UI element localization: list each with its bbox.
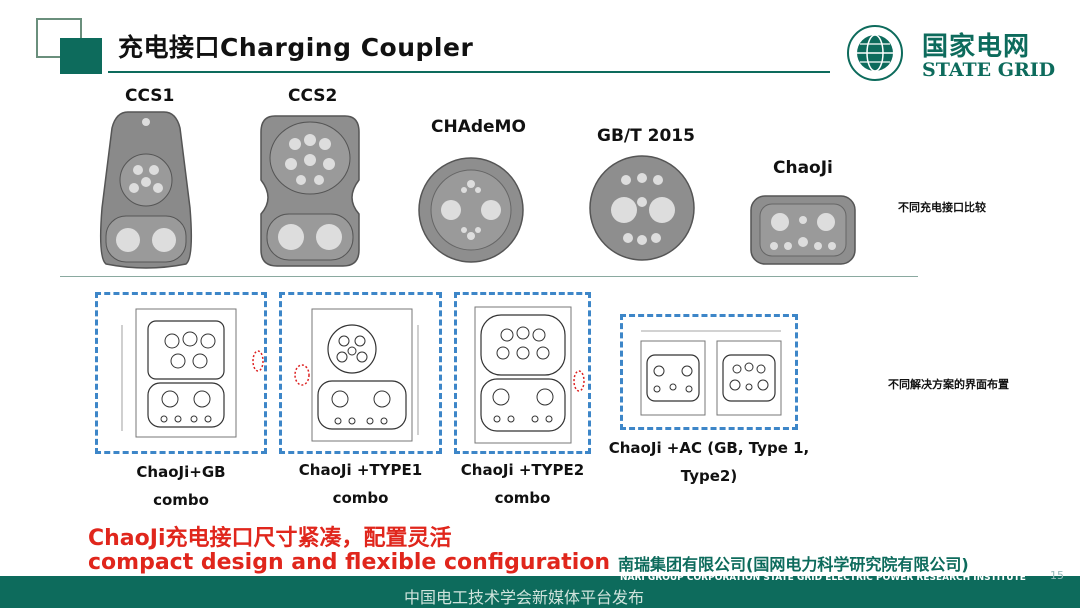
connector-label-gbt: GB/T 2015 [597,126,695,146]
caption-line: ChaoJi +TYPE2 [460,461,585,479]
technical-drawing-icon [294,308,419,442]
chademo-connector-image [418,157,524,263]
drawing-caption-chaoji-type2: ChaoJi +TYPE2 combo [454,456,591,512]
ccs1-connector-image [99,111,193,269]
title-rule [108,71,830,73]
caption-line: combo [332,489,389,507]
drawing-chaoji-type1-combo [279,292,442,454]
logo-chinese-text: 国家电网 [922,32,1031,62]
note-interface-comparison: 不同充电接口比较 [898,201,986,214]
header-decoration-block [60,38,102,74]
section-divider [60,276,918,277]
caption-line: ChaoJi +AC (GB, Type 1, [608,439,810,457]
gbt-2015-connector-image [589,155,695,261]
ccs2-connector-image [260,115,360,267]
caption-line: ChaoJi +TYPE1 [298,461,423,479]
state-grid-globe-emblem-icon [847,25,903,81]
technical-drawing-icon [640,330,782,416]
drawing-caption-chaoji-type1: ChaoJi +TYPE1 combo [279,456,442,512]
caption-line: combo [153,491,209,509]
footer-bar [0,576,1080,608]
drawing-chaoji-ac [620,314,798,430]
footer-company-chinese: 南瑞集团有限公司(国网电力科学研究院有限公司) [618,555,969,574]
caption-line: combo [494,489,551,507]
technical-drawing-icon [474,306,585,444]
connector-label-chaoji: ChaoJi [773,158,833,178]
watermark-text: 中国电工技术学会新媒体平台发布 [404,588,645,607]
drawing-chaoji-type2-combo [454,292,591,454]
footer-company-english: NARI GROUP CORPORATION STATE GRID ELECTR… [620,573,1026,583]
drawing-caption-chaoji-ac: ChaoJi +AC (GB, Type 1, Type2) [600,434,818,490]
logo-english-text: STATE GRID [922,59,1056,81]
chaoji-connector-image [750,195,856,265]
caption-line: ChaoJi+GB [136,463,226,481]
note-interface-layouts: 不同解决方案的界面布置 [888,378,1009,391]
slide-title: 充电接口Charging Coupler [118,33,474,62]
drawing-caption-chaoji-gb: ChaoJi+GB combo [95,458,267,514]
connector-label-ccs1: CCS1 [125,86,175,106]
connector-label-chademo: CHAdeMO [431,117,526,137]
headline-chinese: ChaoJi充电接口尺寸紧凑，配置灵活 [88,526,452,551]
headline-english: compact design and flexible configuratio… [88,550,611,575]
page-number: 15 [1050,569,1064,582]
drawing-chaoji-gb-combo [95,292,267,454]
connector-label-ccs2: CCS2 [288,86,338,106]
technical-drawing-icon [121,308,264,438]
caption-line: Type2) [680,467,738,485]
